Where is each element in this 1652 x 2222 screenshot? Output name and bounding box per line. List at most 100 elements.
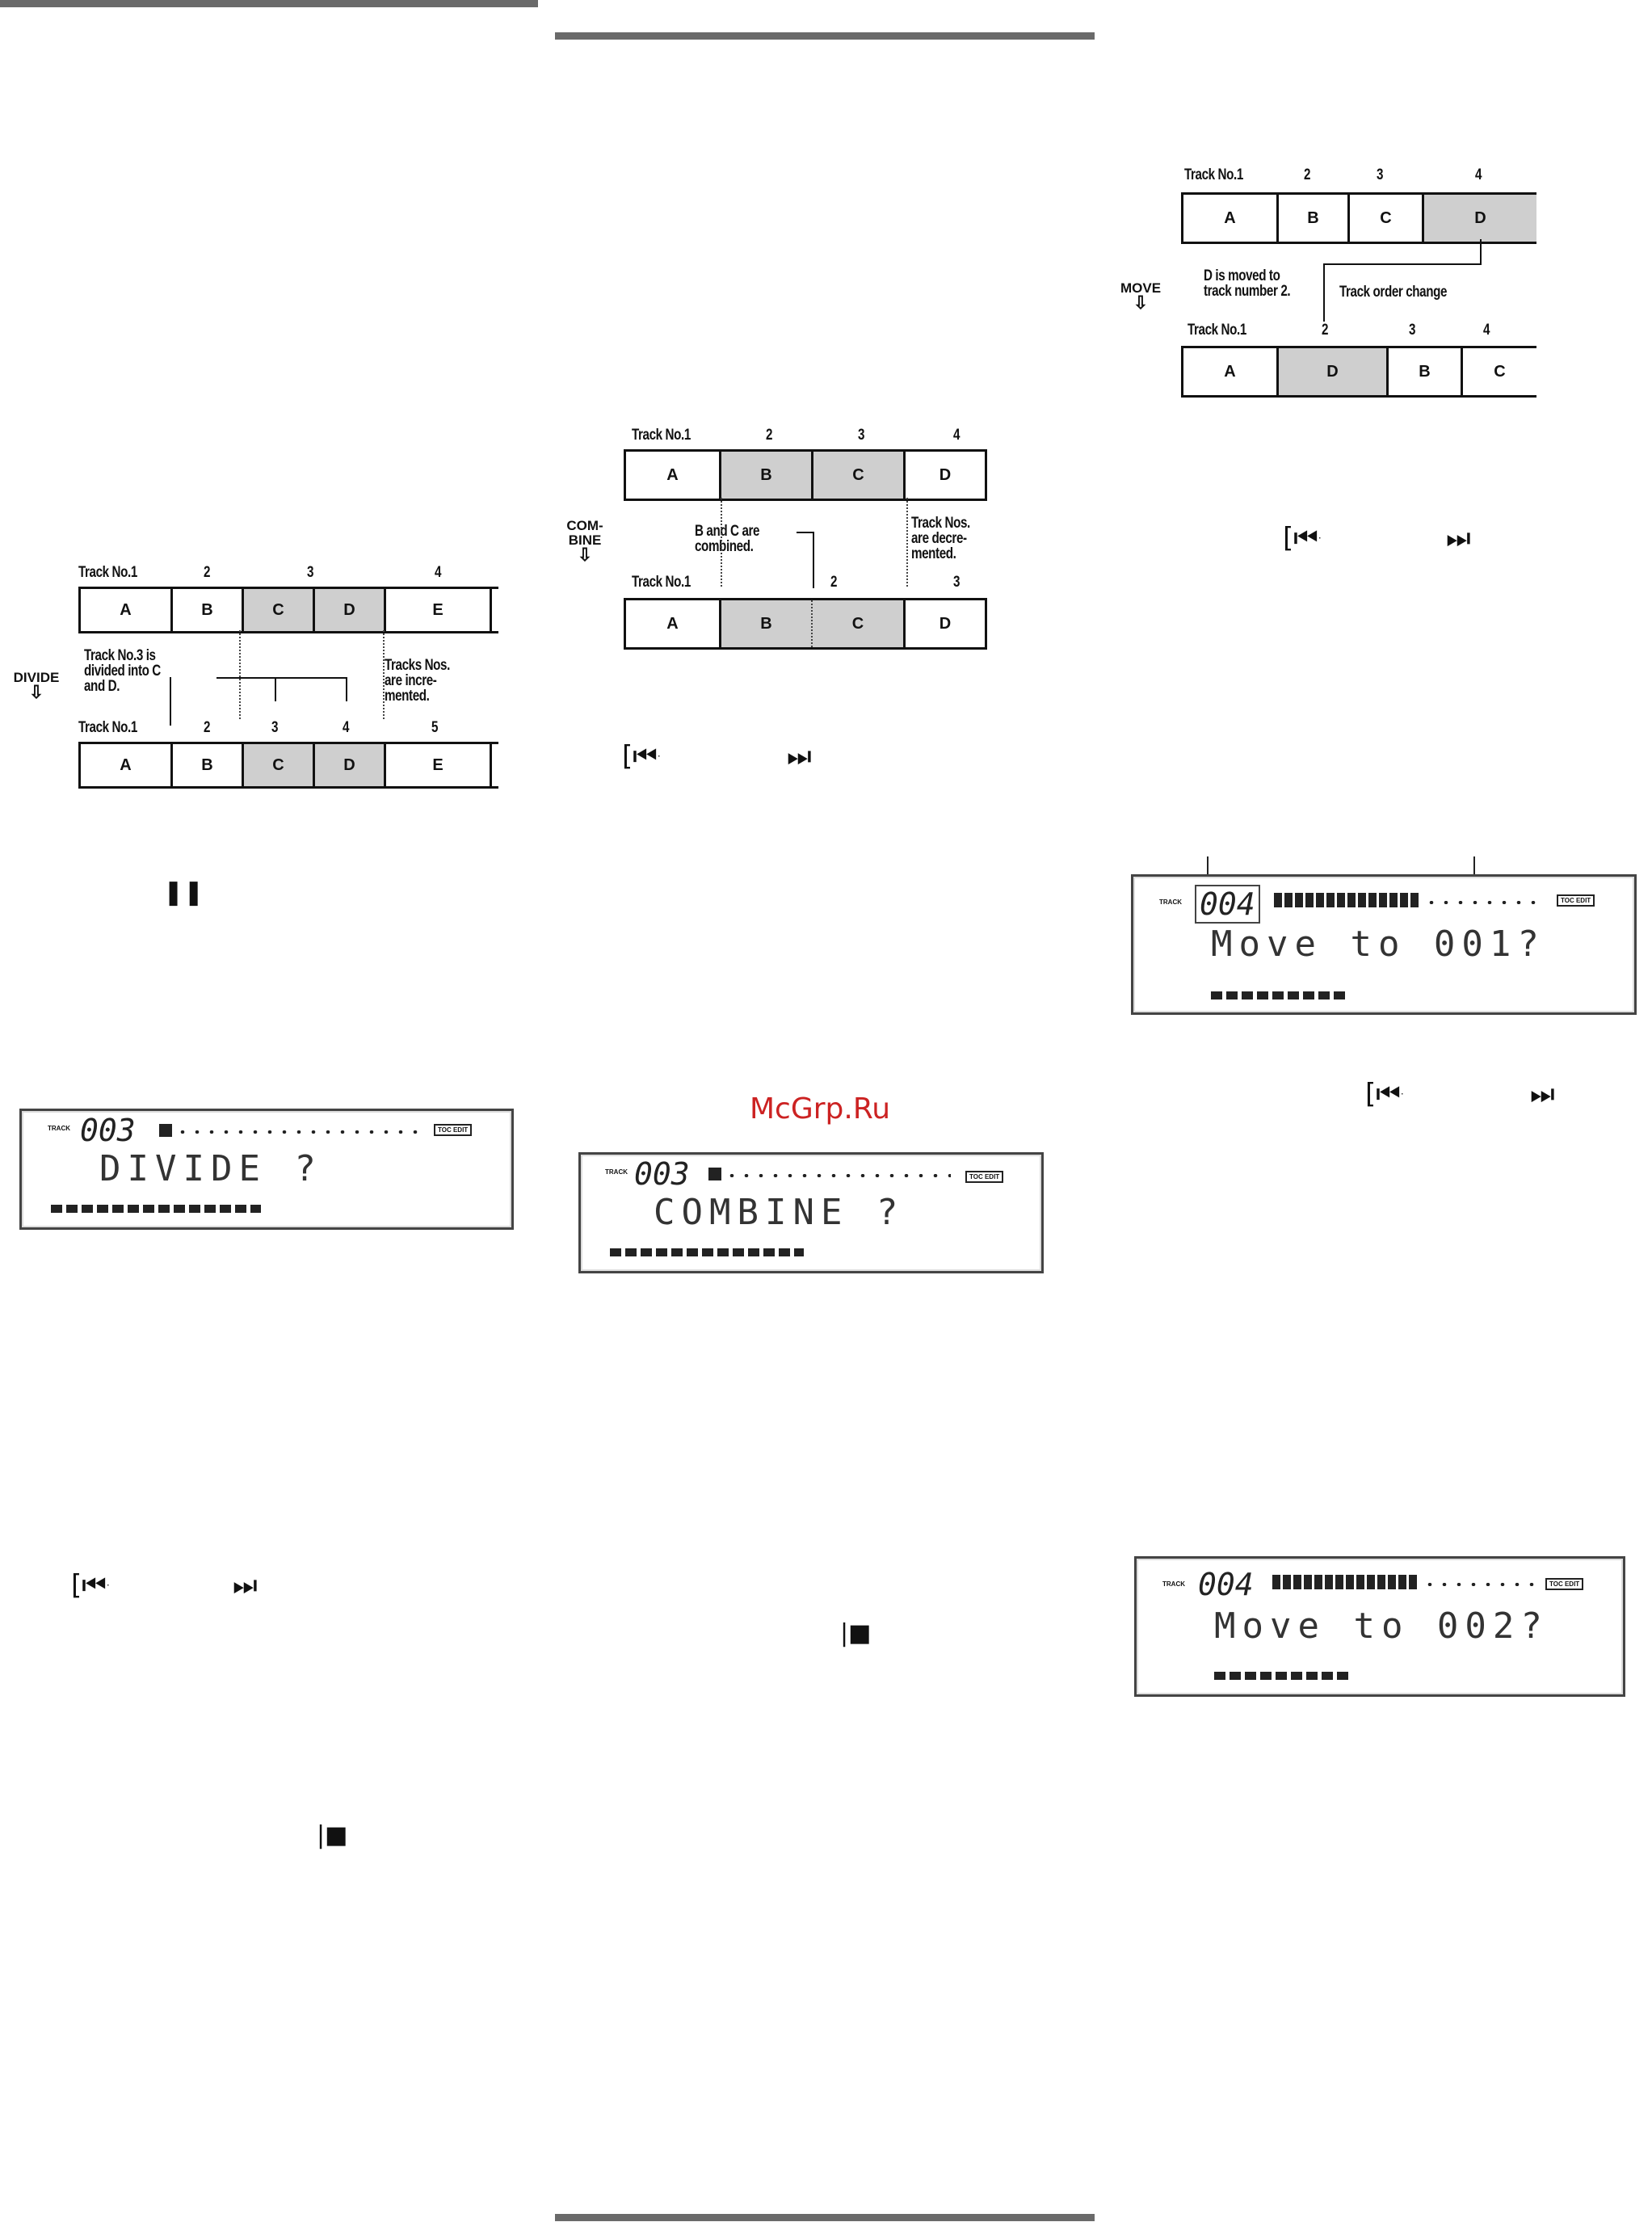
move-bottom-num: 4 bbox=[1483, 322, 1490, 339]
divide-bottom-row: A B C D E bbox=[78, 742, 498, 789]
track-cell: B bbox=[719, 600, 811, 647]
bar bbox=[708, 1168, 721, 1180]
prev-track-icon: [⏮· bbox=[622, 740, 661, 772]
track-mini-label: TRACK bbox=[1159, 898, 1182, 906]
display-badge: TOC EDIT bbox=[965, 1171, 1004, 1183]
combine-bottom-track-header: Track No.1 bbox=[632, 574, 691, 591]
display-badge: TOC EDIT bbox=[1545, 1578, 1584, 1590]
track-cell: A bbox=[78, 589, 170, 631]
combine-bottom-num: 2 bbox=[830, 574, 838, 591]
divide-op-label: DIVIDE⇩ bbox=[13, 670, 60, 702]
prev-track-icon: [⏮· bbox=[1365, 1078, 1404, 1110]
connector-line bbox=[797, 532, 813, 533]
annotation-line bbox=[1207, 856, 1209, 889]
display-message: COMBINE ? bbox=[654, 1192, 905, 1233]
next-track-icon: ⏭ bbox=[1530, 1078, 1555, 1110]
connector-line bbox=[1323, 263, 1325, 322]
combine-bottom-num: 3 bbox=[953, 574, 961, 591]
divider bbox=[239, 630, 241, 719]
track-cell: C bbox=[242, 744, 313, 786]
watermark: McGrp.Ru bbox=[750, 1092, 891, 1126]
divide-bottom-num: 2 bbox=[204, 719, 211, 736]
next-track-icon: ⏭ bbox=[233, 1569, 258, 1601]
combine-top-num: 4 bbox=[953, 427, 961, 444]
move-bottom-num: 3 bbox=[1409, 322, 1416, 339]
divide-bottom-track-header: Track No.1 bbox=[78, 719, 137, 736]
combine-note-right: Track Nos.are decre-mented. bbox=[911, 515, 970, 562]
top-rule-left bbox=[0, 0, 538, 7]
divide-top-num: 3 bbox=[307, 564, 314, 581]
next-track-icon: ⏭ bbox=[1446, 522, 1471, 554]
combine-op-label: COM-BINE⇩ bbox=[566, 518, 603, 565]
stop-icon: |■ bbox=[317, 1821, 348, 1850]
bar bbox=[159, 1124, 172, 1137]
display-badge: TOC EDIT bbox=[434, 1124, 473, 1136]
divider bbox=[906, 498, 908, 587]
track-cell: B bbox=[719, 452, 811, 499]
display-track-number: 004 bbox=[1198, 1567, 1254, 1602]
track-cell: D bbox=[1422, 195, 1536, 242]
divide-bottom-num: 5 bbox=[431, 719, 439, 736]
track-cell: C bbox=[1461, 348, 1536, 395]
move-track-header: Track No.1 bbox=[1184, 166, 1243, 183]
seg-row bbox=[1211, 991, 1348, 999]
divide-top-row: A B C D E bbox=[78, 587, 498, 633]
track-cell: C bbox=[811, 600, 903, 647]
track-cell: B bbox=[1276, 195, 1347, 242]
track-cell: C bbox=[1347, 195, 1422, 242]
connector-line bbox=[813, 532, 814, 588]
seg-row bbox=[610, 1248, 804, 1256]
prev-track-icon: [⏮· bbox=[71, 1569, 110, 1601]
move-op-label: MOVE⇩ bbox=[1120, 280, 1162, 313]
track-cell: B bbox=[170, 744, 242, 786]
display-message: Move to 001? bbox=[1211, 924, 1545, 965]
pause-icon: ❚❚ bbox=[163, 878, 204, 907]
connector-line bbox=[1323, 263, 1482, 265]
move-top-num: 2 bbox=[1304, 166, 1311, 183]
prev-track-icon: [⏮· bbox=[1283, 522, 1322, 554]
bar bbox=[1274, 893, 1419, 907]
move-bottom-num: 2 bbox=[1322, 322, 1329, 339]
combine-bottom-row: A B C D bbox=[624, 598, 987, 650]
display-track-number: 003 bbox=[80, 1113, 136, 1148]
track-cell: E bbox=[384, 744, 492, 786]
divide-track-header: Track No.1 bbox=[78, 564, 137, 581]
track-cell: B bbox=[1386, 348, 1461, 395]
move-bottom-track-header: Track No.1 bbox=[1188, 322, 1246, 339]
track-cell: A bbox=[624, 452, 719, 499]
move-top-row: A B C D bbox=[1181, 192, 1536, 244]
connector-line bbox=[346, 677, 347, 701]
divider bbox=[383, 630, 385, 719]
track-mini-label: TRACK bbox=[605, 1168, 628, 1176]
track-cell: E bbox=[384, 589, 492, 631]
combine-top-row: A B C D bbox=[624, 449, 987, 501]
move-top-num: 4 bbox=[1475, 166, 1482, 183]
dot-row bbox=[1424, 901, 1545, 904]
seg-row bbox=[51, 1205, 261, 1213]
connector-line bbox=[275, 677, 276, 701]
bottom-rule-middle bbox=[555, 2214, 1095, 2221]
move-diagram: Track No.1 2 3 4 A B C D MOVE⇩ D is move… bbox=[1107, 160, 1543, 410]
connector-line bbox=[170, 677, 171, 726]
divide-top-num: 4 bbox=[435, 564, 442, 581]
combine-diagram: Track No.1 2 3 4 A B C D COM-BINE⇩ B and… bbox=[549, 420, 1018, 663]
next-track-icon: ⏭ bbox=[787, 740, 812, 772]
track-cell: A bbox=[624, 600, 719, 647]
display-track-number: 003 bbox=[634, 1156, 690, 1192]
dot-row bbox=[725, 1174, 951, 1177]
divider bbox=[721, 498, 722, 587]
bar bbox=[1272, 1575, 1418, 1589]
track-cell: D bbox=[903, 600, 987, 647]
divide-bottom-num: 3 bbox=[271, 719, 279, 736]
combine-track-header: Track No.1 bbox=[632, 427, 691, 444]
connector-line bbox=[1480, 239, 1482, 263]
dot-row bbox=[1423, 1583, 1536, 1586]
track-cell: B bbox=[170, 589, 242, 631]
divide-note-right: Tracks Nos.are incre-mented. bbox=[385, 657, 450, 705]
divide-diagram: Track No.1 2 3 4 A B C D E DIVIDE⇩ Track… bbox=[0, 558, 509, 800]
track-cell: D bbox=[313, 744, 384, 786]
combine-display: TRACK 003 TOC EDIT COMBINE ? bbox=[578, 1152, 1044, 1273]
connector-line bbox=[216, 677, 346, 679]
